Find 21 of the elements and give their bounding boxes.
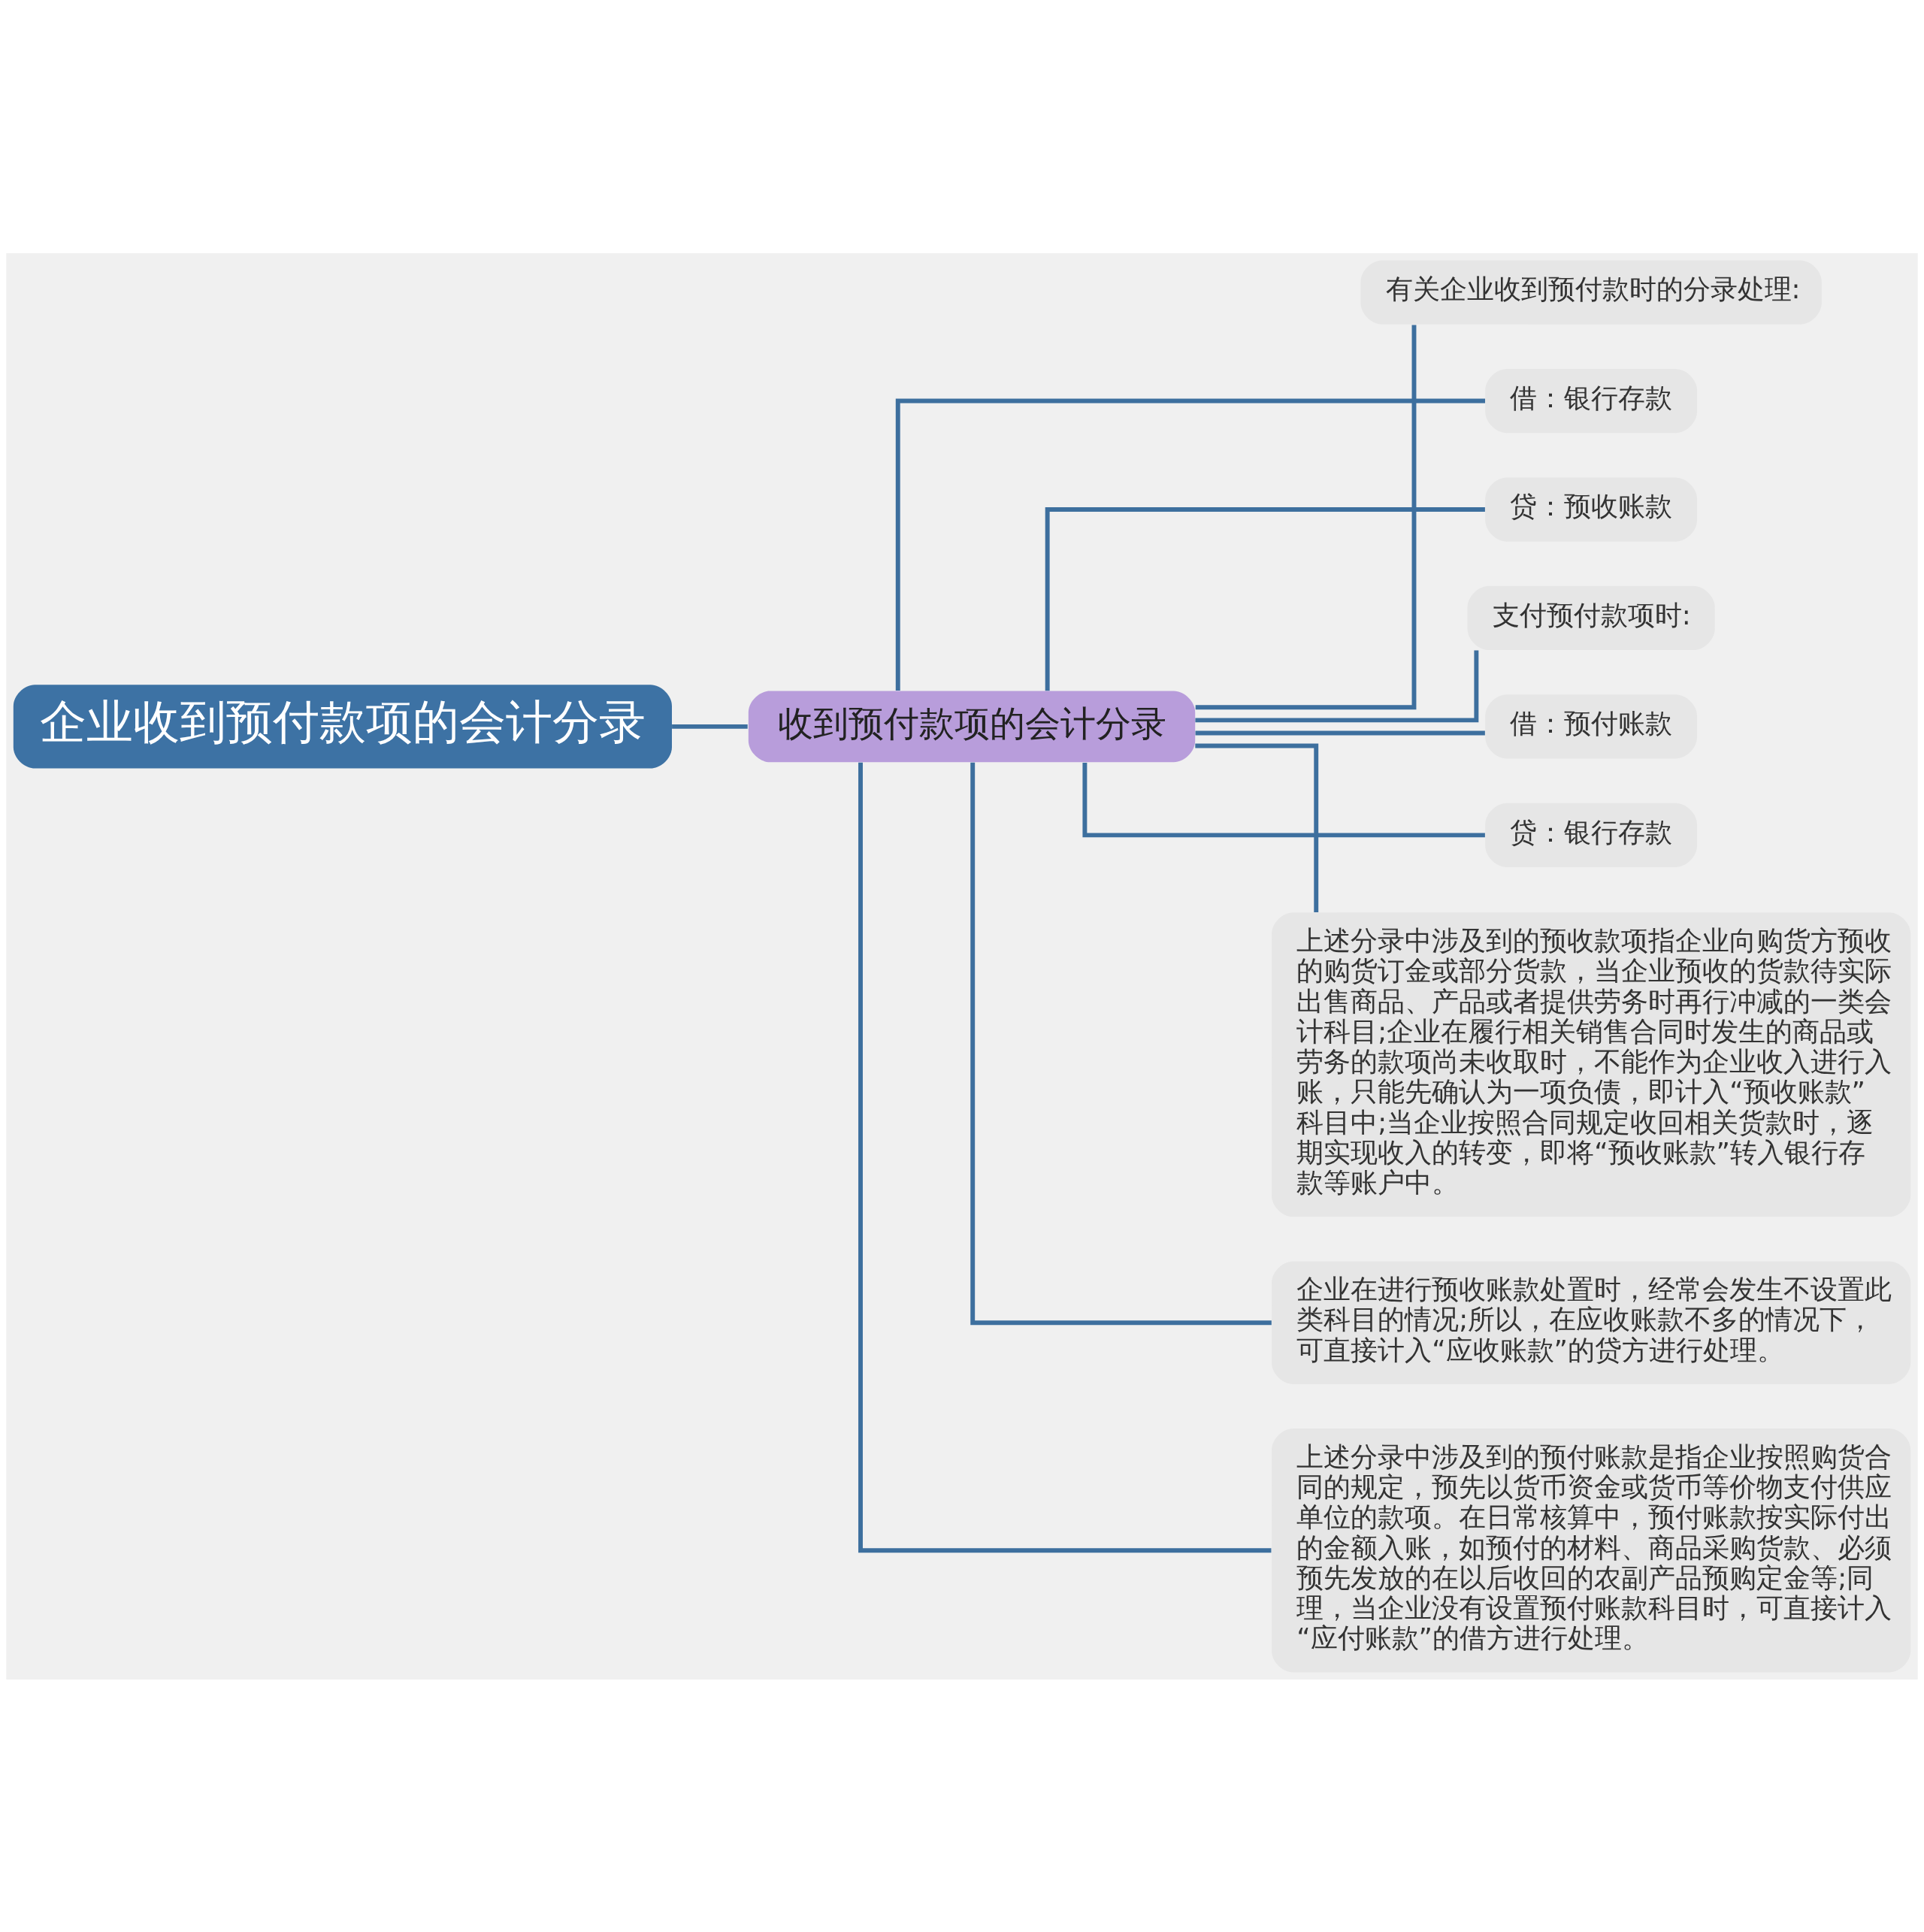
node-box: 支付预付款项时: <box>1467 585 1715 650</box>
connector <box>970 762 1272 1325</box>
node-box: 贷：预收账款 <box>1485 476 1697 542</box>
connector <box>858 762 1272 1553</box>
connector <box>1195 743 1319 912</box>
node-box: 上述分录中涉及到的预付账款是指企业按照购货合同的规定，预先以货币资金或货币等价物支付供应单位的款项。在日常核算中，预付账款按实际付出的金额入账，如预付的材料、商品采购货款、必须预先发放的在以后收回的农副产品预购定金等;同理，当企业没有设置预付账款科目时，可直接计入“应付账款”的借方进行处理。 <box>1272 1428 1911 1673</box>
node-box: 借：预付账款 <box>1485 694 1697 759</box>
connector <box>1195 730 1485 735</box>
node-box: 上述分录中涉及到的预收款项指企业向购货方预收的购货订金或部分货款，当企业预收的货款待实际出售商品、产品或者提供劳务时再行冲减的一类会计科目;企业在履行相关销售合同时发生的商品或劳务的款项尚未收取时，不能作为企业收入进行入账，只能先确认为一项负债，即计入“预收账款”科目中;当企业按照合同规定收回相关货款时，逐期实现收入的转变，即将“预收账款”转入银行存款等账户中。 <box>1272 912 1911 1217</box>
node-box: 贷：银行存款 <box>1485 803 1697 867</box>
connector <box>1195 649 1479 722</box>
node-box: 收到预付款项的会计分录 <box>748 691 1196 762</box>
node-box: 企业在进行预收账款处置时，经常会发生不设置此类科目的情况;所以，在应收账款不多的情况下，可直接计入“应收账款”的贷方进行处理。 <box>1272 1261 1911 1384</box>
connector <box>895 398 1485 691</box>
node-box: 借：银行存款 <box>1485 368 1697 433</box>
connector <box>1045 506 1485 691</box>
connector <box>672 724 748 729</box>
node-box: 有关企业收到预付款时的分录处理: <box>1360 259 1822 325</box>
node-box: 企业收到预付款项的会计分录 <box>13 684 672 769</box>
connector <box>1082 762 1485 837</box>
connector <box>1195 324 1417 709</box>
